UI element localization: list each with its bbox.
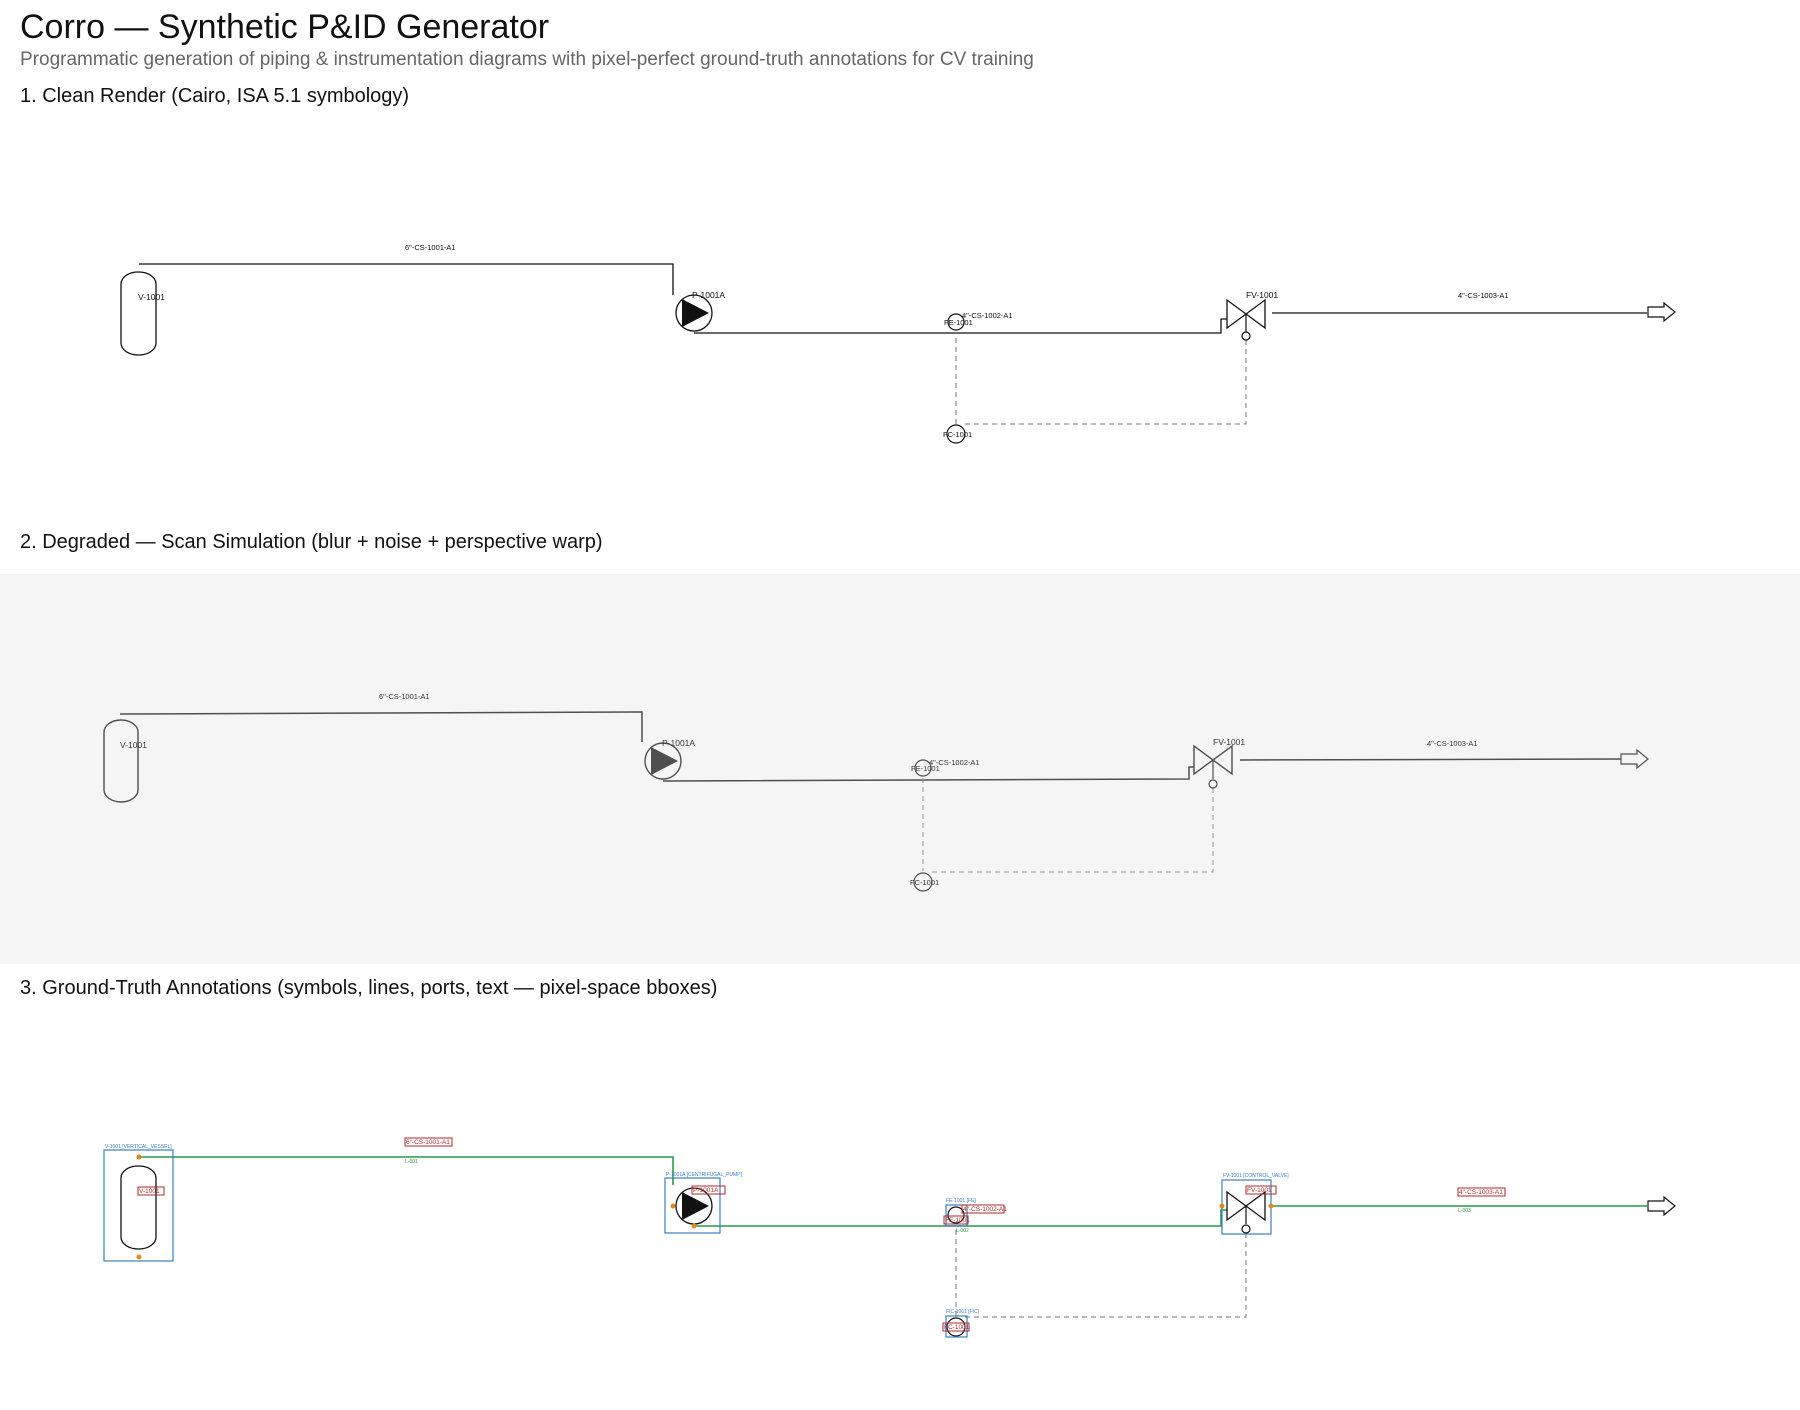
flow-controller-tag: FC-1001 xyxy=(943,430,972,439)
line-id-1002: L-002 xyxy=(956,1228,969,1234)
line-label-1001: 6"-CS-1001-A1 xyxy=(379,692,430,701)
pipe-line-1002 xyxy=(662,766,1194,782)
section-heading-clean: 1. Clean Render (Cairo, ISA 5.1 symbolog… xyxy=(20,85,410,107)
vessel-tag-box: V-1001 xyxy=(139,1188,160,1195)
pump-tag-box: P-1001A xyxy=(693,1187,719,1194)
line-label-1003: 4"-CS-1003-A1 xyxy=(1458,291,1509,300)
vessel-symbol xyxy=(103,719,139,803)
flow-element-symbol xyxy=(947,1206,965,1224)
flow-element-tag: FE-1001 xyxy=(944,318,973,327)
pipe-line-1002 xyxy=(694,318,1228,334)
line-label-1001: 6"-CS-1001-A1 xyxy=(405,243,456,252)
line-id-1001: L-001 xyxy=(405,1159,418,1165)
vessel-bbox xyxy=(103,1149,174,1262)
clean-pid-diagram: V-1001 P-1001A 6"-CS-1001-A1 FE-1001 4"-… xyxy=(120,243,1676,444)
flow-element-symbol xyxy=(947,313,965,331)
flow-element-tag-box: FE-1001 xyxy=(945,1217,970,1224)
flow-element-tag: FE-1001 xyxy=(911,764,940,773)
signal-line xyxy=(965,1230,1247,1318)
text-bbox xyxy=(1245,1185,1277,1195)
control-valve-bbox-label: FV-1001 [CONTROL_VALVE] xyxy=(1223,1173,1289,1179)
text-bbox xyxy=(691,1185,726,1195)
pipe-line-1001 xyxy=(139,263,674,295)
port-marker xyxy=(1219,1203,1225,1209)
pump-bbox-label: P-1001A [CENTRIFUGAL_PUMP] xyxy=(666,1172,742,1178)
annotated-pid-diagram: L-001 L-002 L-003 V-1001 [VERTICAL_VESSE… xyxy=(103,1137,1676,1338)
flow-controller-bbox xyxy=(945,1315,968,1338)
page-title: Corro — Synthetic P&ID Generator xyxy=(20,8,550,46)
valve-tag-box: FV-1001 xyxy=(1247,1187,1272,1194)
pipe-line-1003 xyxy=(1239,758,1622,761)
flow-controller-tag: FC-1001 xyxy=(910,878,939,887)
offpage-arrow-icon xyxy=(1620,748,1649,770)
line-label-1002-box: 4"-CS-1002-A1 xyxy=(963,1206,1007,1213)
signal-line xyxy=(932,784,1214,873)
text-bbox xyxy=(1457,1187,1506,1197)
line-label-1002: 4"-CS-1002-A1 xyxy=(929,758,980,767)
annotation-panel: L-001 L-002 L-003 V-1001 [VERTICAL_VESSE… xyxy=(0,1020,1800,1410)
pipe-line-1001 xyxy=(119,711,643,742)
flow-element-bbox-label: FE-1001 [FE] xyxy=(946,1198,976,1204)
valve-actuator-icon xyxy=(1241,1224,1251,1234)
section-heading-annotations: 3. Ground-Truth Annotations (symbols, li… xyxy=(20,977,718,999)
pump-impeller xyxy=(682,1192,709,1220)
vessel-symbol xyxy=(120,271,157,356)
text-bbox xyxy=(137,1186,165,1196)
section-heading-degraded: 2. Degraded — Scan Simulation (blur + no… xyxy=(20,531,603,553)
offpage-arrow-icon xyxy=(1647,1195,1676,1217)
valve-actuator-icon xyxy=(1241,331,1251,341)
text-bbox xyxy=(961,1204,1005,1214)
line-label-1001-box: 6"-CS-1001-A1 xyxy=(406,1139,450,1146)
line-label-1003: 4"-CS-1003-A1 xyxy=(1427,739,1478,748)
vessel-tag: V-1001 xyxy=(138,292,165,302)
pump-impeller xyxy=(651,747,678,775)
pump-tag: P-1001A xyxy=(692,290,725,300)
port-marker xyxy=(136,1254,142,1260)
pump-impeller xyxy=(682,299,709,327)
degraded-render-panel: V-1001 P-1001A 6"-CS-1001-A1 FE-1001 4"-… xyxy=(0,574,1800,964)
flow-controller-bbox-label: FIC-1001 [FIC] xyxy=(946,1309,980,1315)
control-valve-symbol xyxy=(1193,744,1233,776)
flow-controller-symbol xyxy=(913,872,933,892)
valve-actuator-icon xyxy=(1208,779,1218,789)
line-label-1002: 4"-CS-1002-A1 xyxy=(962,311,1013,320)
flow-controller-tag-box: FC-1001 xyxy=(944,1324,970,1331)
signal-line xyxy=(965,337,1247,425)
port-marker xyxy=(136,1154,142,1160)
valve-tag: FV-1001 xyxy=(1246,290,1278,300)
line-label-1003-box: 4"-CS-1003-A1 xyxy=(1459,1189,1503,1196)
degraded-pid-diagram: V-1001 P-1001A 6"-CS-1001-A1 FE-1001 4"-… xyxy=(103,692,1649,892)
clean-render-panel: V-1001 P-1001A 6"-CS-1001-A1 FE-1001 4"-… xyxy=(0,120,1800,510)
text-bbox xyxy=(942,1322,970,1332)
port-marker xyxy=(1268,1203,1274,1209)
flow-element-symbol xyxy=(914,759,932,777)
offpage-arrow-icon xyxy=(1647,301,1676,323)
line-id-1003: L-003 xyxy=(1458,1208,1471,1214)
pump-bbox xyxy=(664,1177,721,1234)
vessel-symbol xyxy=(120,1165,157,1250)
port-marker xyxy=(691,1223,697,1229)
vessel-bbox-label: V-1001 [VERTICAL_VESSEL] xyxy=(105,1144,172,1150)
flow-controller-symbol xyxy=(946,424,966,444)
page-subtitle: Programmatic generation of piping & inst… xyxy=(20,49,1034,70)
text-bbox xyxy=(404,1137,453,1147)
text-bbox xyxy=(943,1215,969,1225)
pump-symbol xyxy=(644,742,682,780)
pipe-line-1001 xyxy=(139,1156,674,1185)
valve-tag: FV-1001 xyxy=(1213,737,1245,747)
vessel-tag: V-1001 xyxy=(120,740,147,750)
port-marker xyxy=(670,1203,676,1209)
pump-tag: P-1001A xyxy=(662,738,695,748)
